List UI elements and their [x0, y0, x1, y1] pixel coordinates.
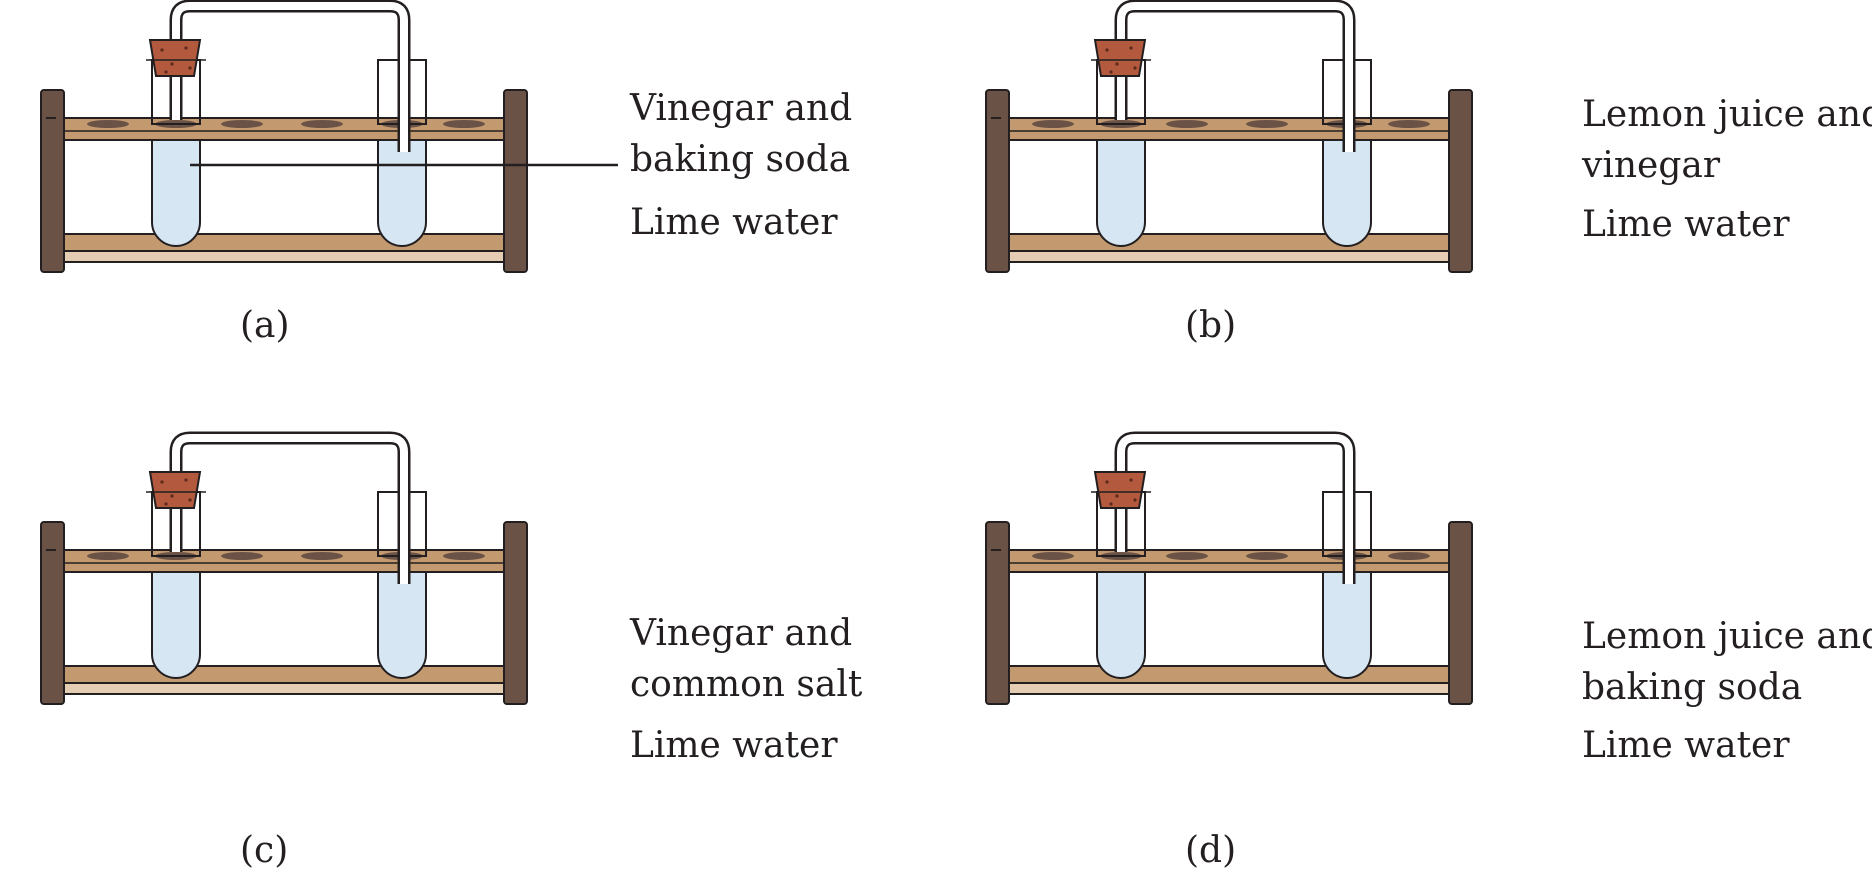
cork-speck	[1115, 494, 1119, 498]
panel-a: Vinegar and baking soda Lime water (a)	[40, 0, 852, 346]
rack-bottom-board	[61, 665, 515, 684]
cork-speck	[188, 66, 192, 70]
tube-2-liquid	[377, 137, 427, 247]
cork-stopper	[1093, 39, 1147, 77]
second-tube-label-c: Lime water	[630, 725, 838, 766]
tube-2-liquid	[1322, 137, 1372, 247]
mixture-label-d-line1: Lemon juice and	[1582, 616, 1872, 657]
rack-top-board	[61, 549, 515, 573]
rack-hole	[1388, 552, 1430, 560]
rack-top-board	[61, 117, 515, 141]
stand-left-post	[40, 521, 65, 705]
stand-right-post	[1448, 521, 1473, 705]
rack-hole	[1388, 120, 1430, 128]
cork-speck	[1129, 478, 1133, 482]
mixture-label-d-line2: baking soda	[1582, 667, 1802, 708]
rack-hole	[87, 120, 129, 128]
delivery-tube	[1117, 434, 1353, 584]
rack-hole	[1246, 120, 1288, 128]
cork-speck	[1133, 66, 1137, 70]
stand-right-post	[503, 521, 528, 705]
rack-hole	[443, 120, 485, 128]
caption-c: (c)	[240, 830, 288, 870]
rack-hole	[301, 552, 343, 560]
delivery-tube	[172, 2, 408, 152]
rack-hole	[1166, 552, 1208, 560]
rack-hole	[1032, 120, 1074, 128]
tube-1-liquid	[151, 137, 201, 247]
delivery-tube	[172, 434, 408, 584]
cork-speck	[1109, 70, 1113, 74]
cork-speck	[1133, 498, 1137, 502]
second-tube-label-b: Lime water	[1582, 204, 1790, 245]
cork-speck	[160, 48, 164, 52]
cork-speck	[1129, 46, 1133, 50]
cork-speck	[164, 70, 168, 74]
panel-d: Lemon juice and baking soda Lime water (…	[985, 431, 1872, 870]
cork-speck	[160, 480, 164, 484]
cork-speck	[184, 46, 188, 50]
cork-speck	[170, 62, 174, 66]
rack-top-board	[1006, 117, 1460, 141]
caption-b: (b)	[1185, 305, 1236, 346]
rack-hole	[301, 120, 343, 128]
stand-left-post	[985, 521, 1010, 705]
mixture-label-c-line2: common salt	[630, 664, 863, 705]
rack-hole	[443, 552, 485, 560]
second-tube-label-a: Lime water	[630, 202, 838, 243]
rack-base-strip	[61, 682, 515, 695]
cork-speck	[188, 498, 192, 502]
rack-hole	[221, 120, 263, 128]
tube-1-liquid	[151, 569, 201, 679]
tube-2-liquid	[1322, 569, 1372, 679]
rack-base-strip	[61, 250, 515, 263]
cork-stopper	[1093, 471, 1147, 509]
cork-stopper	[148, 39, 202, 77]
panel-c: Vinegar and common salt Lime water (c)	[40, 431, 863, 870]
apparatus-b	[985, 0, 1473, 273]
stand-right-post	[1448, 89, 1473, 273]
cork-speck	[170, 494, 174, 498]
cork-speck	[184, 478, 188, 482]
caption-a: (a)	[240, 305, 290, 346]
mixture-label-c-line1: Vinegar and	[629, 613, 852, 654]
tube-1-liquid	[1096, 569, 1146, 679]
mixture-label-b-line2: vinegar	[1581, 145, 1721, 186]
delivery-tube	[1117, 2, 1353, 152]
mixture-label-a-line1: Vinegar and	[629, 88, 852, 129]
apparatus-a	[40, 0, 528, 273]
cork-speck	[1115, 62, 1119, 66]
rack-hole	[87, 552, 129, 560]
panel-b: Lemon juice and vinegar Lime water (b)	[985, 0, 1872, 346]
rack-hole	[221, 552, 263, 560]
rack-base-strip	[1006, 250, 1460, 263]
cork-speck	[1105, 48, 1109, 52]
apparatus-d	[985, 431, 1473, 705]
rack-hole	[1032, 552, 1074, 560]
mixture-label-a-line2: baking soda	[630, 139, 850, 180]
stand-left-post	[985, 89, 1010, 273]
rack-top-board	[1006, 549, 1460, 573]
tube-1-liquid	[1096, 137, 1146, 247]
rack-bottom-board	[61, 233, 515, 252]
second-tube-label-d: Lime water	[1582, 725, 1790, 766]
mixture-label-b-line1: Lemon juice and	[1582, 94, 1872, 135]
rack-hole	[1166, 120, 1208, 128]
rack-bottom-board	[1006, 665, 1460, 684]
rack-bottom-board	[1006, 233, 1460, 252]
stand-left-post	[40, 89, 65, 273]
cork-stopper	[148, 471, 202, 509]
rack-hole	[1246, 552, 1288, 560]
tube-2-liquid	[377, 569, 427, 679]
cork-speck	[164, 502, 168, 506]
stand-right-post	[503, 89, 528, 273]
cork-speck	[1109, 502, 1113, 506]
rack-base-strip	[1006, 682, 1460, 695]
cork-speck	[1105, 480, 1109, 484]
apparatus-c	[40, 431, 528, 705]
caption-d: (d)	[1185, 830, 1236, 870]
